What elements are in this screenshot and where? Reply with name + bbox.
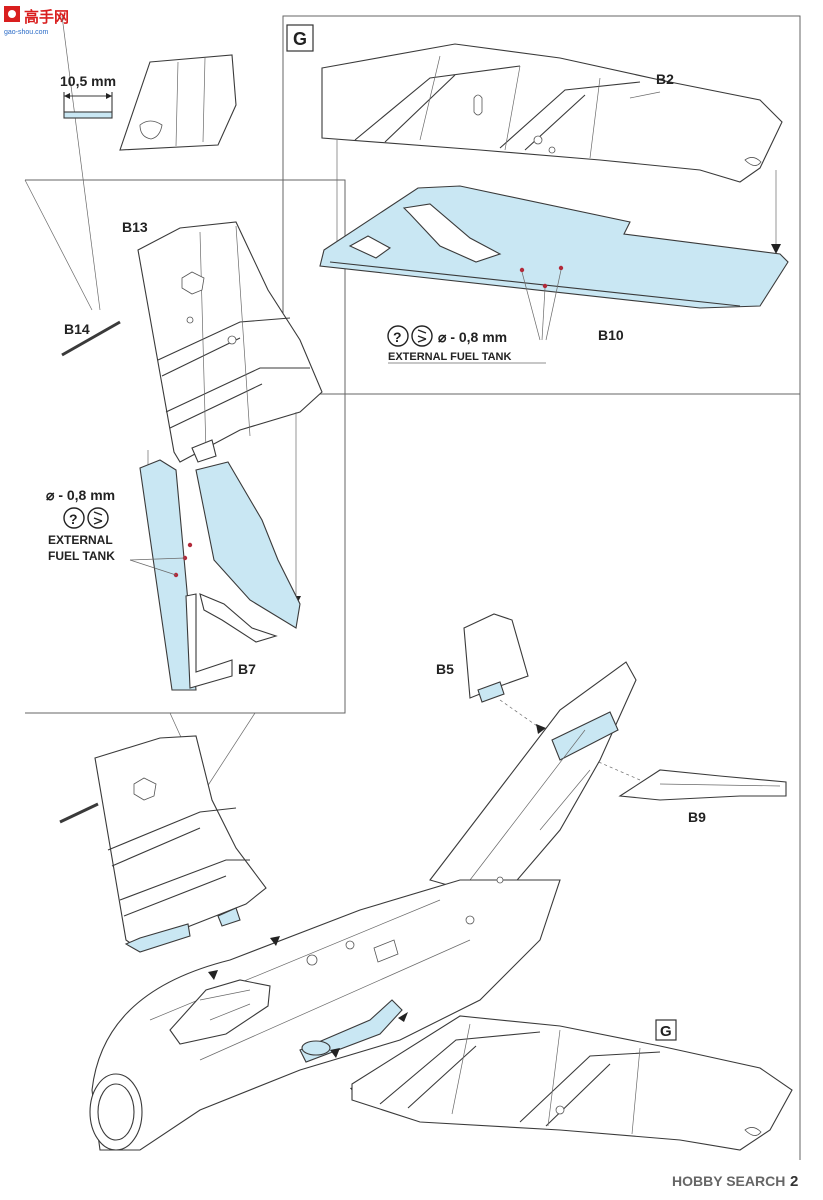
left-drill-size: ⌀ - 0,8 mm	[46, 487, 115, 503]
footer: HOBBY SEARCH 2	[672, 1173, 798, 1190]
part-label-b10: B10	[598, 327, 624, 343]
step-g-note: EXTERNAL FUEL TANK	[388, 351, 512, 363]
fuselage-assembly	[89, 661, 637, 1151]
part-label-b13: B13	[122, 219, 148, 235]
part-label-b7: B7	[238, 661, 256, 677]
step-g-marker	[286, 24, 314, 52]
left-drill-note: ⌀ - 0,8 mm ? EXTERNAL FUEL TANK	[46, 487, 115, 563]
bottom-g-marker	[655, 1019, 677, 1041]
bottom-g-marker-text: G	[660, 1023, 672, 1040]
wing-upper-b2	[321, 43, 783, 183]
footer-brand: HOBBY SEARCH	[672, 1173, 785, 1189]
dimension-strip	[63, 111, 113, 119]
watermark-title: 高手网	[24, 8, 69, 26]
mid-left-wing	[59, 735, 267, 953]
step-g: G B2 B10 ? ⌀ -	[286, 24, 789, 364]
guide-arrow-right	[771, 244, 781, 254]
question-icon	[387, 325, 409, 347]
watermark-url: gao-shou.com	[4, 29, 49, 36]
drill-icon	[411, 325, 433, 347]
bottom-wing: G	[351, 1015, 793, 1151]
watermark: 高手网 gao-shou.com	[4, 6, 69, 36]
dimension-label: 10,5 mm	[60, 73, 116, 89]
wing-lower-b10	[319, 185, 789, 309]
rod-b14	[61, 320, 121, 357]
question-icon	[63, 507, 85, 529]
svg-text:?: ?	[69, 511, 78, 527]
step-g-drill-note: ? ⌀ - 0,8 mm EXTERNAL FUEL TANK	[387, 325, 546, 364]
left-detail-frame	[25, 179, 346, 714]
part-label-b9: B9	[688, 809, 706, 825]
tail-parts: B5 B9	[436, 613, 787, 825]
part-label-b14: B14	[64, 321, 90, 337]
part-label-b2: B2	[656, 71, 674, 87]
left-note-line1: EXTERNAL	[48, 533, 113, 547]
page-number: 2	[790, 1173, 798, 1190]
step-g-drill-size: ⌀ - 0,8 mm	[438, 329, 507, 345]
left-note-line2: FUEL TANK	[48, 549, 115, 563]
wing-lower-b7	[139, 459, 197, 691]
fin-b5	[463, 613, 529, 699]
fuselage	[91, 879, 561, 1151]
top-left-view: 10,5 mm	[60, 54, 237, 151]
step-g-marker-text: G	[293, 29, 307, 49]
wing-bottom	[351, 1015, 793, 1151]
left-detail: B13 B14 B7 ⌀ - 0,8 mm	[46, 219, 323, 691]
drill-icon	[87, 507, 109, 529]
svg-text:?: ?	[393, 329, 402, 345]
part-label-b5: B5	[436, 661, 454, 677]
